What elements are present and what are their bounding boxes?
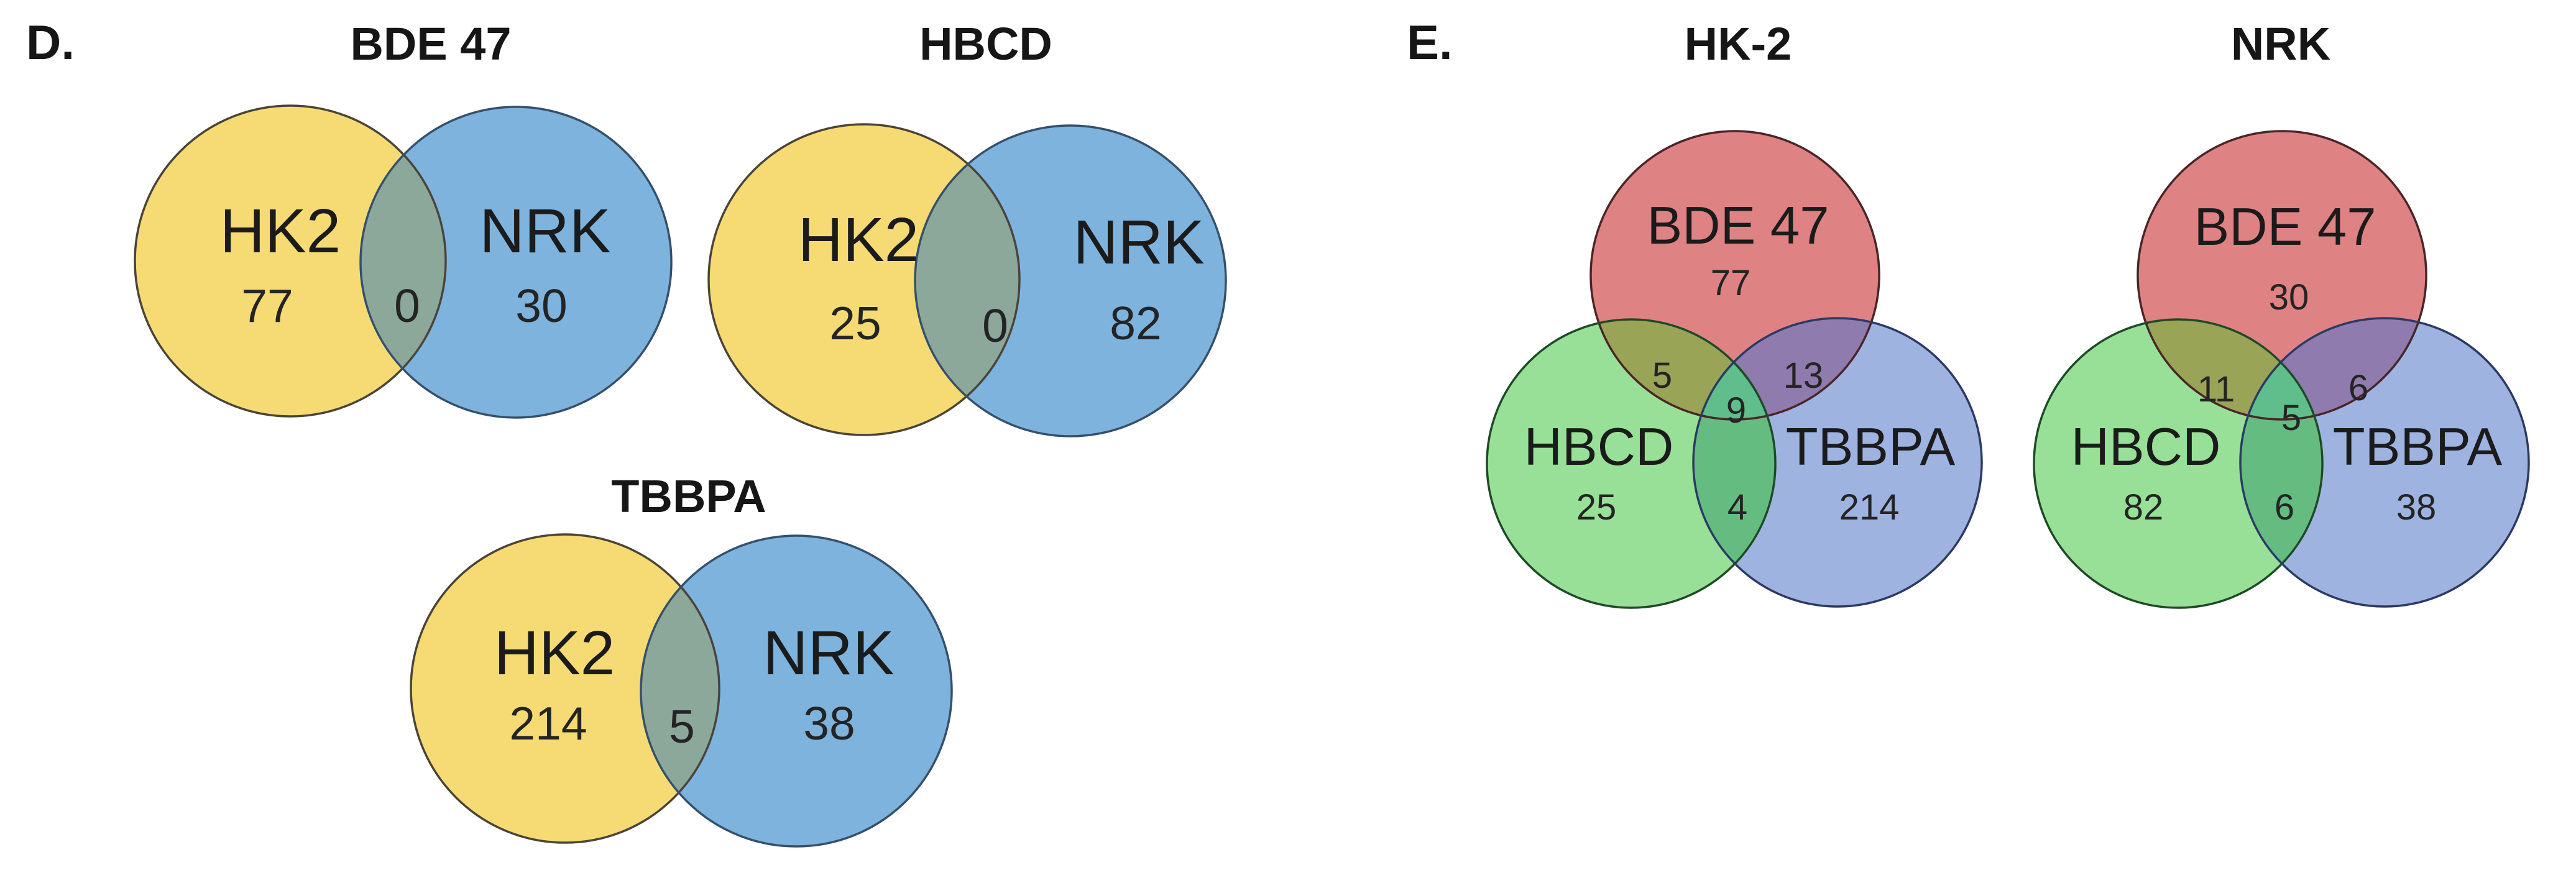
venn-hk2-hbcd-outline — [1486, 318, 1777, 609]
venn-hbcd-overlap-region — [915, 126, 1019, 435]
venn-hk2-tbbpa-count: 214 — [1839, 487, 1900, 528]
venn-nrk-cells: NRK BDE 47 30 11 6 — [2033, 18, 2530, 609]
venn-hk2-hbcd-count: 25 — [1576, 487, 1617, 528]
venn-bde47-nrk-label: NRK — [479, 196, 610, 266]
venn-nrk-bde47-outline — [2137, 130, 2427, 421]
venn-nrk-bde47-tbbpa-count: 6 — [2348, 368, 2368, 408]
venn-nrk-tbbpa-count: 38 — [2396, 487, 2437, 528]
venn-tbbpa-nrk-count: 38 — [803, 697, 855, 749]
venn-tbbpa-hk2-circle — [411, 534, 719, 843]
venn-hk2-bde47-outline — [1589, 130, 1880, 421]
venn-hbcd-hk2-count: 25 — [829, 297, 881, 349]
venn-hk2-bde47-count: 77 — [1711, 263, 1751, 303]
venn-nrk-bde47-label: BDE 47 — [2194, 198, 2376, 257]
venn-hk2-bde47-tbbpa-region — [1693, 318, 1879, 419]
venn-nrk-cells-title: NRK — [2231, 18, 2330, 70]
venn-bde47-title: BDE 47 — [350, 18, 511, 70]
venn-nrk-hbcd-outline — [2033, 318, 2324, 609]
venn-hk2-bde47-label: BDE 47 — [1647, 196, 1829, 255]
venn-nrk-bde47-hbcd-fill — [2138, 319, 2322, 419]
venn-hbcd-nrk-label: NRK — [1073, 208, 1204, 277]
venn-hk2-tbbpa-label: TBBPA — [1786, 418, 1956, 477]
venn-hk2-bde47-hbcd-region — [1591, 319, 1775, 419]
venn-nrk-bde47-hbcd-count: 11 — [2197, 369, 2235, 410]
venn-nrk-bde47-tbbpa-region — [2240, 318, 2426, 419]
venn-hk2-bde47-hbcd-fill — [1591, 319, 1775, 419]
venn-nrk-tbbpa-label: TBBPA — [2333, 418, 2503, 477]
venn-hbcd-overlap-count: 0 — [982, 300, 1008, 352]
venn-hk2-cells: HK-2 BDE 47 77 5 13 — [1486, 18, 1983, 609]
venn-nrk-tbbpa-outline — [2239, 317, 2530, 608]
panel-d: D. BDE 47 HK2 77 0 NRK 30 HBCD — [26, 15, 1227, 848]
venn-bde47-hk2-circle — [135, 106, 446, 416]
panel-e-letter: E. — [1407, 15, 1453, 70]
venn-nrk-bde47-tbbpa-fill — [2240, 318, 2426, 419]
venn-hbcd-title: HBCD — [919, 18, 1052, 70]
venn-nrk-hbcd-label: HBCD — [2071, 418, 2221, 477]
venn-bde47-nrk-count: 30 — [515, 280, 567, 332]
venn-tbbpa-nrk-outline — [640, 534, 953, 848]
venn-tbbpa-hk2-label: HK2 — [494, 618, 615, 688]
venn-tbbpa-nrk-label: NRK — [763, 618, 894, 688]
venn-hbcd-nrk-count: 82 — [1110, 297, 1161, 349]
venn-tbbpa-overlap-count: 5 — [669, 700, 695, 753]
venn-bde47-nrk-circle — [361, 107, 671, 418]
venn-hk2-bde47-tbbpa-count: 13 — [1783, 355, 1824, 396]
venn-tbbpa-nrk-circle — [641, 536, 952, 846]
panel-d-letter: D. — [26, 15, 75, 70]
venn-hbcd-hk2-label: HK2 — [798, 205, 919, 275]
venn-bde47: BDE 47 HK2 77 0 NRK 30 — [134, 18, 673, 419]
venn-hk2-triple-count: 9 — [1726, 390, 1746, 431]
venn-hbcd-hk2-outline — [707, 123, 1021, 436]
venn-nrk-hbcd-count: 82 — [2123, 487, 2164, 528]
venn-hbcd: HBCD HK2 25 0 NRK 82 — [707, 18, 1227, 437]
venn-hk2-bde47-tbbpa-fill — [1693, 318, 1879, 419]
venn-nrk-bde47-hbcd-region — [2138, 319, 2322, 419]
venn-tbbpa-title: TBBPA — [611, 470, 766, 522]
venn-bde47-hk2-count: 77 — [241, 280, 293, 332]
panel-e: E. HK-2 BDE 47 77 — [1407, 15, 2530, 609]
venn-hk2-cells-title: HK-2 — [1685, 18, 1792, 70]
venn-hk2-bde47-hbcd-count: 5 — [1652, 355, 1672, 396]
venn-hbcd-nrk-outline — [914, 124, 1227, 437]
venn-bde47-hk2-label: HK2 — [220, 196, 341, 266]
venn-bde47-nrk-outline — [359, 106, 673, 419]
venn-tbbpa-hk2-outline — [410, 533, 720, 844]
venn-hbcd-overlap-fill — [915, 126, 1019, 435]
venn-bde47-overlap-count: 0 — [394, 280, 420, 332]
venn-hk2-hbcd-label: HBCD — [1524, 418, 1674, 477]
venn-hk2-tbbpa-outline — [1692, 317, 1983, 608]
venn-nrk-bde47-count: 30 — [2269, 277, 2309, 318]
venn-bde47-hk2-outline — [134, 104, 447, 418]
venn-nrk-hbcd-tbbpa-count: 6 — [2275, 487, 2294, 528]
venn-tbbpa-hk2-count: 214 — [509, 697, 587, 749]
venn-tbbpa: TBBPA HK2 214 5 NRK 38 — [410, 470, 953, 848]
venn-nrk-triple-count: 5 — [2281, 398, 2301, 438]
venn-hk2-hbcd-tbbpa-count: 4 — [1727, 487, 1747, 528]
